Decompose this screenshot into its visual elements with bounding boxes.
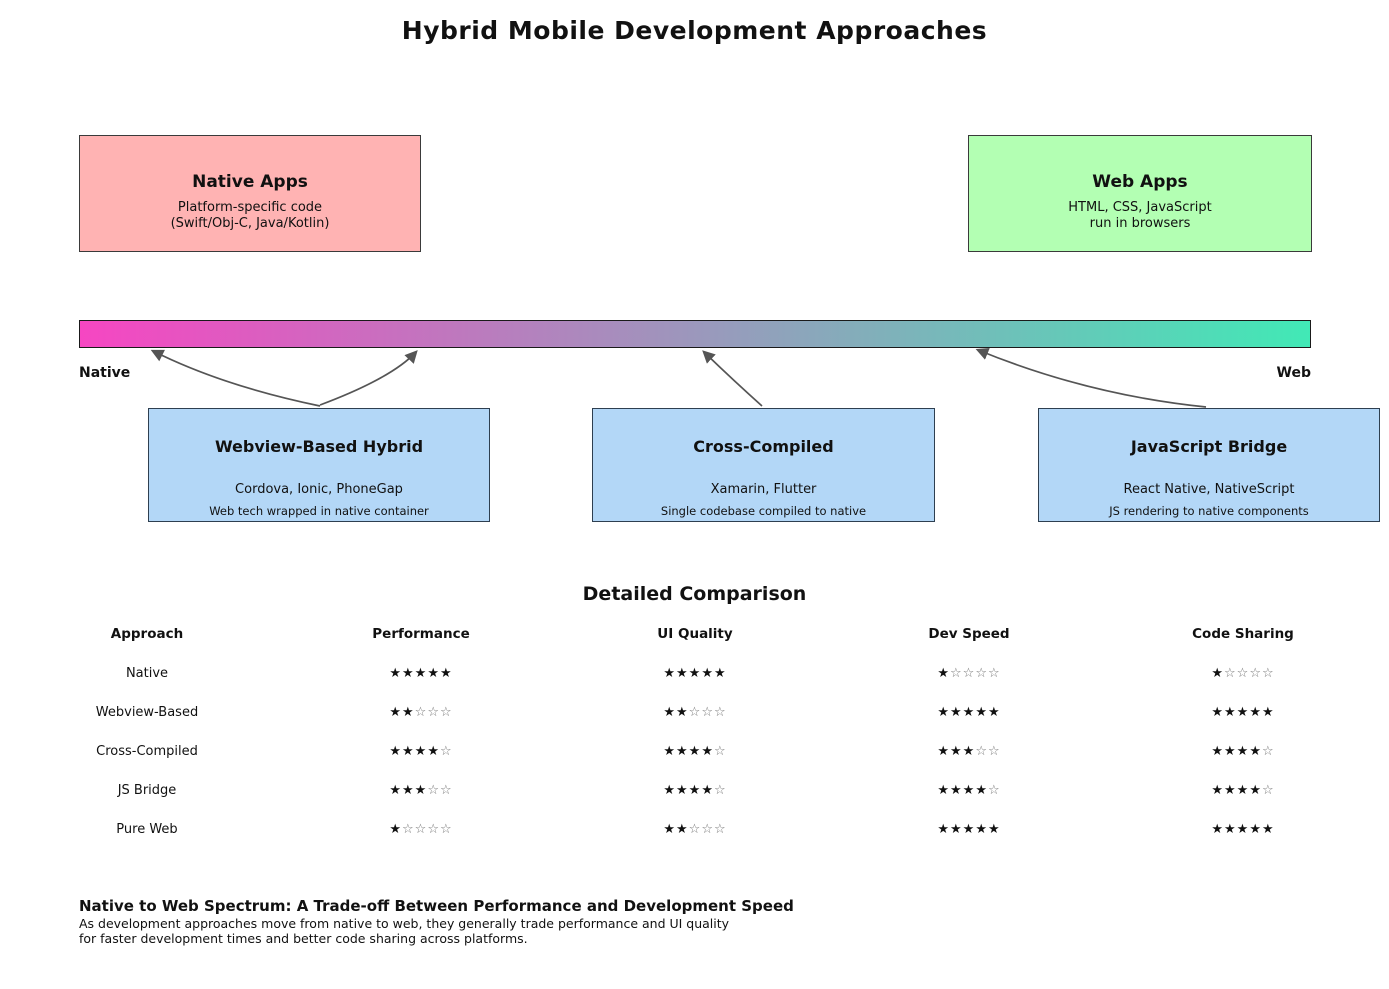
comparison-row-native: Native ★★★★★ ★★★★★ ★☆☆☆☆ ★☆☆☆☆ <box>10 666 1380 681</box>
approach-label: Pure Web <box>116 822 178 837</box>
spectrum-label-native: Native <box>79 365 131 381</box>
web-apps-line2: run in browsers <box>1089 216 1191 231</box>
star-rating: ★★★★☆ <box>937 783 1001 798</box>
star-rating: ★☆☆☆☆ <box>389 822 453 837</box>
native-to-web-spectrum-bar <box>79 320 1311 348</box>
column-header-performance: Performance <box>372 626 470 642</box>
star-rating: ★★☆☆☆ <box>663 822 727 837</box>
cross-compiled-box: Cross-Compiled Xamarin, Flutter Single c… <box>592 408 935 522</box>
caption-line1: As development approaches move from nati… <box>79 916 730 931</box>
approach-label: JS Bridge <box>117 783 177 798</box>
native-apps-line2: (Swift/Obj-C, Java/Kotlin) <box>170 216 330 231</box>
cross-compiled-description: Single codebase compiled to native <box>660 504 867 518</box>
approach-label: Native <box>125 666 169 681</box>
star-rating: ★★★★☆ <box>1211 783 1275 798</box>
arrow-jsbridge-to-bar <box>975 347 1207 408</box>
star-rating: ★★★☆☆ <box>389 783 453 798</box>
native-apps-title: Native Apps <box>192 172 308 192</box>
star-rating: ★★★★★ <box>937 822 1001 837</box>
column-header-code-sharing: Code Sharing <box>1192 626 1294 642</box>
approach-label: Cross-Compiled <box>96 744 198 759</box>
cross-compiled-title: Cross-Compiled <box>693 437 834 456</box>
webview-based-hybrid-box: Webview-Based Hybrid Cordova, Ionic, Pho… <box>148 408 490 522</box>
star-rating: ★★★★★ <box>937 705 1001 720</box>
star-rating: ★★★★★ <box>389 666 453 681</box>
comparison-table-header: Approach Performance UI Quality Dev Spee… <box>10 626 1380 642</box>
comparison-section-title: Detailed Comparison <box>582 583 807 605</box>
javascript-bridge-box: JavaScript Bridge React Native, NativeSc… <box>1038 408 1380 522</box>
comparison-row-webview-based: Webview-Based ★★☆☆☆ ★★☆☆☆ ★★★★★ ★★★★★ <box>10 705 1380 720</box>
javascript-bridge-description: JS rendering to native components <box>1109 504 1309 518</box>
star-rating: ★★★★☆ <box>389 744 453 759</box>
page-title: Hybrid Mobile Development Approaches <box>401 16 988 45</box>
native-apps-box: Native Apps Platform-specific code (Swif… <box>79 135 421 252</box>
approach-label: Webview-Based <box>95 705 199 720</box>
javascript-bridge-examples: React Native, NativeScript <box>1123 482 1295 497</box>
column-header-approach: Approach <box>110 626 184 642</box>
web-apps-box: Web Apps HTML, CSS, JavaScript run in br… <box>968 135 1312 252</box>
star-rating: ★★☆☆☆ <box>389 705 453 720</box>
caption-line2: for faster development times and better … <box>79 931 528 946</box>
star-rating: ★★★★☆ <box>1211 744 1275 759</box>
star-rating: ★★★★★ <box>663 666 727 681</box>
cross-compiled-examples: Xamarin, Flutter <box>710 482 817 497</box>
star-rating: ★★★★☆ <box>663 783 727 798</box>
star-rating: ★★★★★ <box>1211 822 1275 837</box>
javascript-bridge-title: JavaScript Bridge <box>1130 437 1288 456</box>
caption-title: Native to Web Spectrum: A Trade-off Betw… <box>79 897 794 915</box>
star-rating: ★★★☆☆ <box>937 744 1001 759</box>
star-rating: ★☆☆☆☆ <box>937 666 1001 681</box>
comparison-row-js-bridge: JS Bridge ★★★☆☆ ★★★★☆ ★★★★☆ ★★★★☆ <box>10 783 1380 798</box>
column-header-ui-quality: UI Quality <box>657 626 733 642</box>
comparison-row-pure-web: Pure Web ★☆☆☆☆ ★★☆☆☆ ★★★★★ ★★★★★ <box>10 822 1380 837</box>
native-apps-line1: Platform-specific code <box>177 200 323 215</box>
spectrum-label-web: Web <box>1276 365 1311 381</box>
arrow-crosscompiled-to-bar <box>702 350 763 407</box>
star-rating: ★☆☆☆☆ <box>1211 666 1275 681</box>
web-apps-line1: HTML, CSS, JavaScript <box>1068 200 1212 215</box>
arrow-webview-to-left <box>150 349 321 407</box>
star-rating: ★★★★★ <box>1211 705 1275 720</box>
webview-based-hybrid-description: Web tech wrapped in native container <box>209 504 429 518</box>
star-rating: ★★★★☆ <box>663 744 727 759</box>
column-header-dev-speed: Dev Speed <box>928 626 1010 642</box>
web-apps-title: Web Apps <box>1092 172 1188 192</box>
arrow-webview-to-bar <box>319 350 418 406</box>
star-rating: ★★☆☆☆ <box>663 705 727 720</box>
webview-based-hybrid-title: Webview-Based Hybrid <box>214 437 424 456</box>
webview-based-hybrid-examples: Cordova, Ionic, PhoneGap <box>235 482 403 497</box>
comparison-row-cross-compiled: Cross-Compiled ★★★★☆ ★★★★☆ ★★★☆☆ ★★★★☆ <box>10 744 1380 759</box>
